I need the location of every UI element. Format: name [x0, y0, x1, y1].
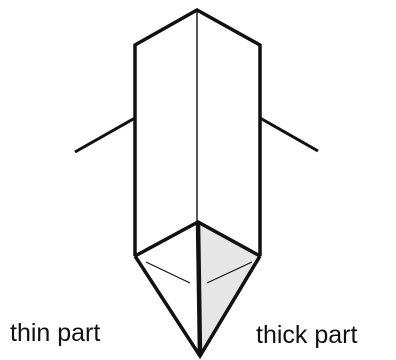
left-inner-crease — [146, 262, 190, 283]
thin-part-label: thin part — [10, 321, 100, 346]
thick-part-face — [198, 222, 260, 356]
thick-part-label: thick part — [256, 323, 357, 348]
thick-fold-line — [198, 222, 200, 356]
left-fin — [75, 118, 135, 152]
right-fin — [260, 118, 318, 151]
